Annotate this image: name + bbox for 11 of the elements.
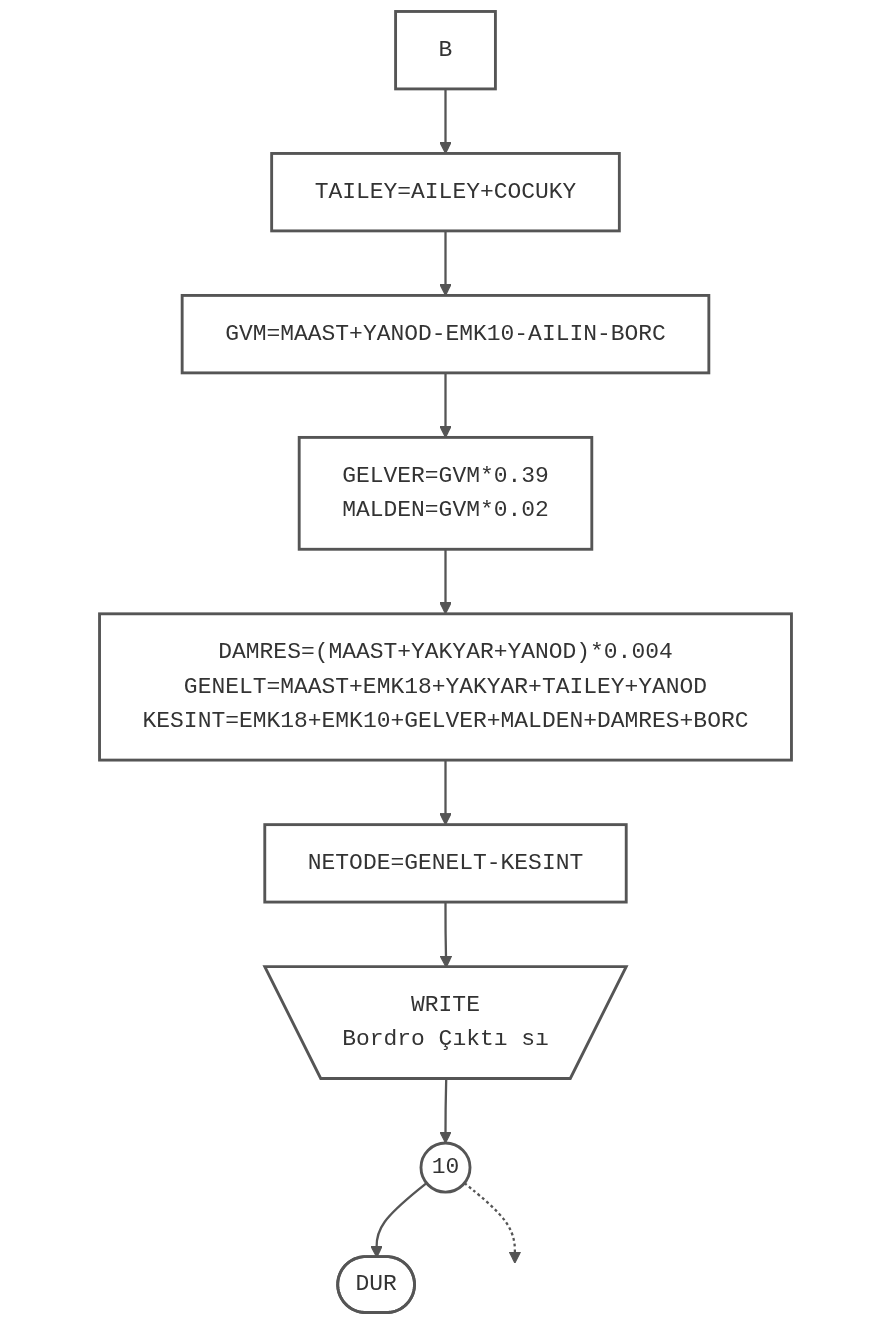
arrow [463,1182,522,1264]
node-circle: 10 [419,1141,472,1194]
node-box: GELVER=GVM*0.39 MALDEN=GVM*0.02 [297,435,594,551]
arrow [439,230,452,296]
node-box: DAMRES=(MAAST+YAKYAR+YANOD)*0.004 GENELT=MAAST+EMK18+YAKYAR+TAILEY+YANOD KESINT=EMK18+EMK10+GELVER+MALDEN+DAMRES+BORC [98,612,793,762]
arrow [439,372,452,438]
arrow [439,1079,452,1144]
node-box: B [394,10,497,91]
node-box: NETODE=GENELT-KESINT [263,823,628,904]
node-box: GVM=MAAST+YANOD-EMK10-AILIN-BORC [180,294,711,375]
node-box: TAILEY=AILEY+COCUKY [270,152,621,233]
